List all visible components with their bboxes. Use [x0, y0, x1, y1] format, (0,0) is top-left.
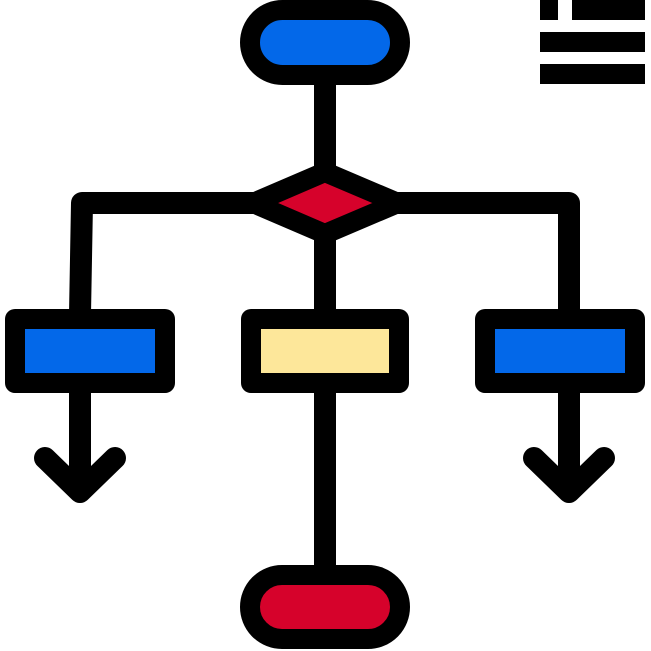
edge-decision-to-left [69, 192, 266, 325]
process-box-left [5, 309, 175, 393]
connectors [34, 69, 615, 581]
menu-bar-top-right [572, 0, 645, 20]
arrow-left-head [34, 447, 126, 503]
hamburger-menu-icon [540, 0, 645, 84]
process-box-right [475, 309, 645, 393]
menu-bar-bottom [540, 64, 645, 84]
start-terminator [240, 0, 410, 85]
edge-decision-to-right [387, 192, 580, 325]
arrow-right-head [523, 447, 615, 503]
end-terminator [240, 565, 410, 649]
process-box-center [241, 309, 409, 393]
menu-bar-top-left [540, 0, 558, 20]
decision-diamond [243, 162, 408, 244]
menu-bar-middle [540, 32, 645, 52]
